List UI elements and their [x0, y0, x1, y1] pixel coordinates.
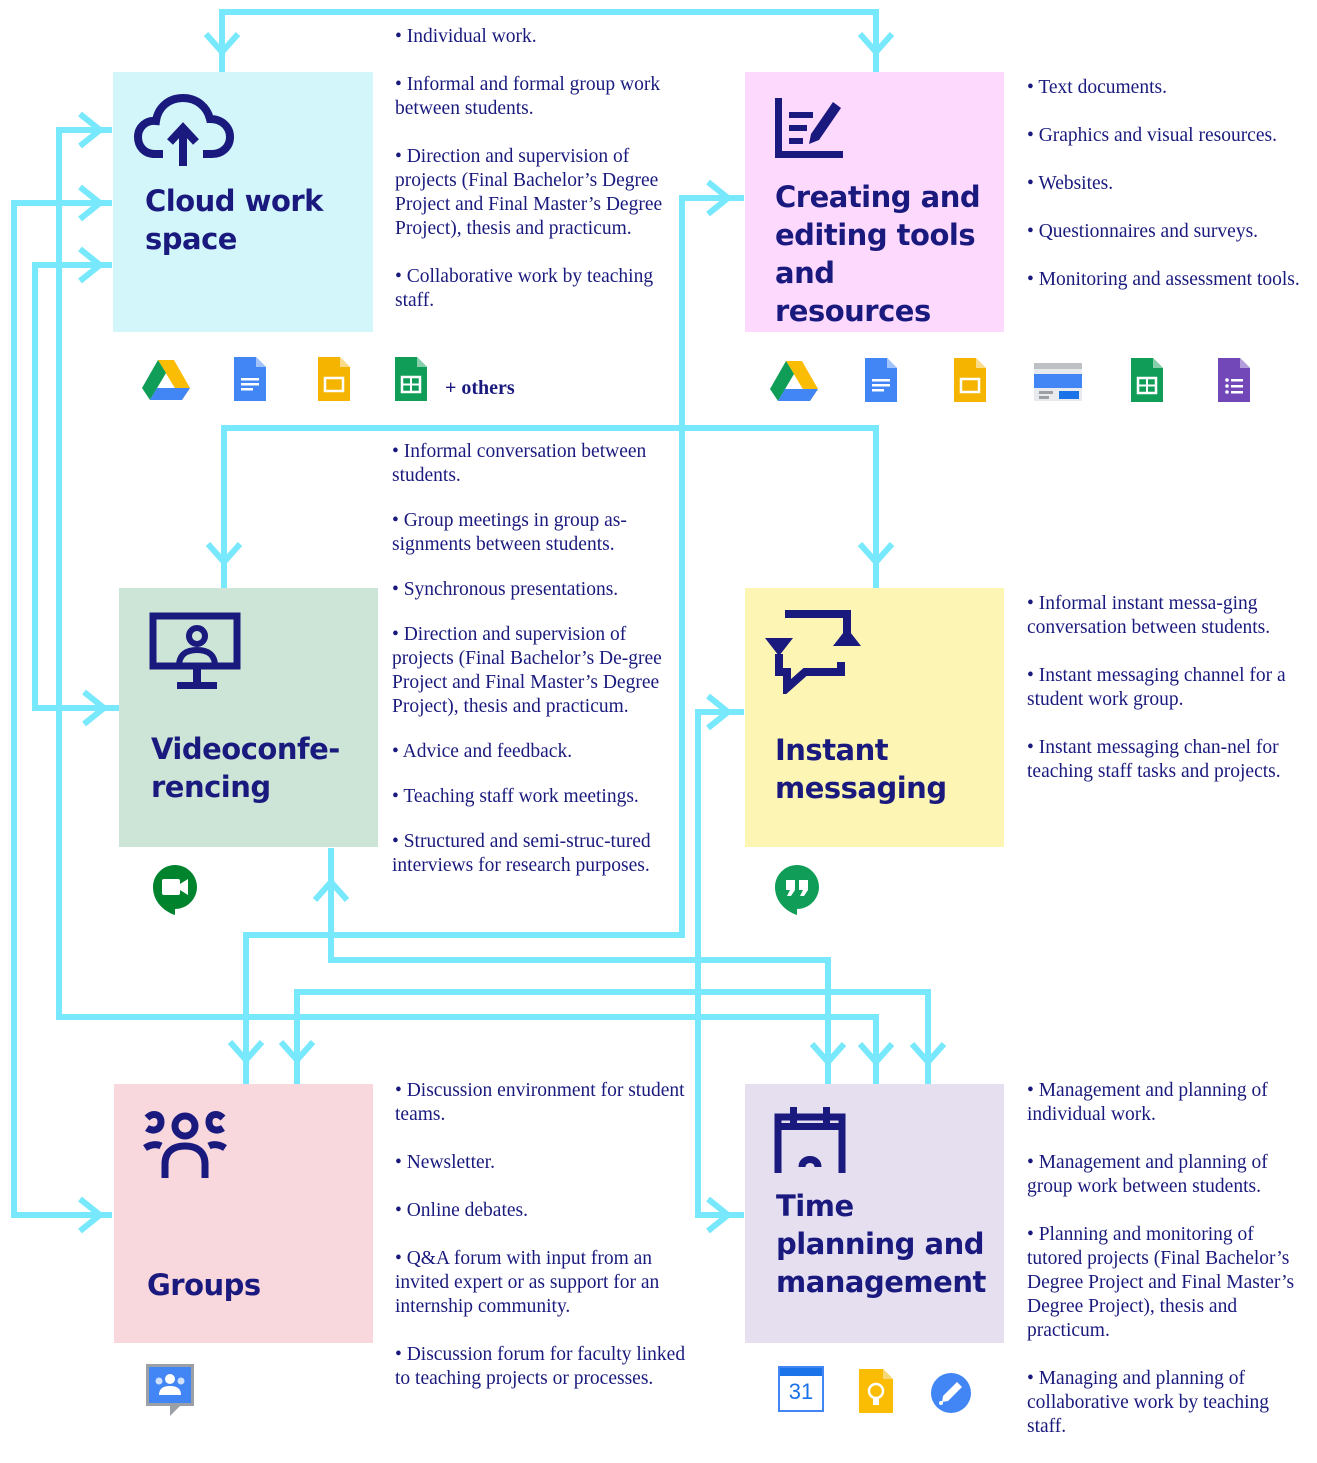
- list-item: • Direction and supervision of projects …: [395, 146, 663, 239]
- list-item: • Direction and supervision of projects …: [392, 624, 662, 717]
- arrowhead-creating-top: [857, 32, 895, 57]
- cloud-description: • Individual work. • Informal and formal…: [395, 25, 665, 337]
- connector-groups-time: [294, 989, 931, 1084]
- groups-icon: [143, 1111, 227, 1178]
- video-box: [119, 588, 378, 847]
- list-item: • Questionnaires and surveys.: [1027, 221, 1259, 242]
- cloud-upload-icon: [133, 93, 235, 166]
- chat-icon: [765, 610, 861, 694]
- list-item: • Management and planning of group work …: [1027, 1152, 1268, 1197]
- arrowhead-groups-left: [78, 1196, 105, 1234]
- list-item: • Synchronous presentations.: [392, 579, 619, 600]
- connector-groups-cloud-outer: [11, 200, 112, 1218]
- arrowhead-video-left: [82, 689, 109, 727]
- connector-groups-creating: [243, 195, 744, 1084]
- video-title: Videoconfe-rencing: [151, 732, 340, 804]
- google-keep-icon: [859, 1369, 893, 1413]
- list-item: • Text documents.: [1027, 77, 1167, 98]
- arrowhead-cloud-left-mid: [78, 184, 105, 222]
- creating-title: Creating and editing tools and resources: [775, 180, 981, 328]
- arrowhead-video-bottom: [312, 877, 350, 902]
- video-description: • Informal conversation between students…: [392, 440, 677, 899]
- google-calendar-icon: 31: [778, 1366, 824, 1412]
- google-sheets-icon: [395, 357, 427, 401]
- list-item: • Informal and formal group work between…: [395, 74, 661, 119]
- groups-title: Groups: [147, 1268, 261, 1302]
- list-item: • Informal instant messa-ging conversati…: [1027, 593, 1271, 638]
- groups-description: • Discussion environment for student tea…: [395, 1079, 700, 1415]
- google-hangouts-icon: [775, 865, 819, 915]
- list-item: • Monitoring and assessment tools.: [1027, 269, 1300, 290]
- list-item: • Websites.: [1027, 173, 1114, 194]
- arrowhead-cloud-top: [203, 32, 241, 57]
- list-item: • Discussion forum for faculty linked to…: [395, 1344, 686, 1389]
- google-docs-icon: [865, 358, 897, 402]
- arrowhead-time-top-mid: [857, 1042, 895, 1067]
- google-sites-icon: [1034, 363, 1082, 401]
- time-title: Time planning and management: [776, 1189, 986, 1299]
- arrowhead-messaging-top: [857, 542, 895, 567]
- messaging-description: • Informal instant messa-ging conversati…: [1027, 592, 1297, 808]
- google-slides-icon: [954, 358, 986, 402]
- google-meet-icon: [153, 865, 197, 915]
- arrowhead-messaging-left: [706, 693, 733, 731]
- messaging-box: [745, 588, 1004, 847]
- connector-video-messaging: [221, 425, 879, 588]
- list-item: • Group meetings in group as-signments b…: [392, 510, 627, 555]
- arrowhead-groups-top-right: [278, 1040, 316, 1065]
- list-item: • Individual work.: [395, 26, 537, 47]
- list-item: • Instant messaging chan-nel for teachin…: [1027, 737, 1281, 782]
- google-drive-icon: [770, 361, 818, 401]
- list-item: • Instant messaging channel for a studen…: [1027, 665, 1286, 710]
- list-item: • Advice and feedback.: [392, 741, 573, 762]
- arrowhead-time-left: [706, 1196, 733, 1234]
- messaging-title: Instant messaging: [775, 733, 947, 805]
- cloud-title: Cloud work space: [145, 184, 323, 256]
- google-groups-icon: [146, 1364, 194, 1416]
- google-slides-icon: [318, 357, 350, 401]
- connector-video-time: [328, 848, 831, 1084]
- calendar-icon: [774, 1107, 846, 1173]
- google-docs-icon: [234, 357, 266, 401]
- google-tasks-icon: [931, 1373, 971, 1413]
- list-item: • Discussion environment for student tea…: [395, 1080, 685, 1125]
- arrowhead-time-top-right: [909, 1042, 947, 1067]
- list-item: • Newsletter.: [395, 1152, 495, 1173]
- list-item: • Managing and planning of collaborative…: [1027, 1368, 1270, 1437]
- connector-cloud-time: [56, 127, 879, 1084]
- connector-cloud-video: [32, 262, 120, 711]
- arrowhead-video-top: [205, 542, 243, 567]
- arrowhead-groups-top-left: [227, 1040, 265, 1065]
- edit-document-icon: [775, 98, 843, 158]
- list-item: • Graphics and visual resources.: [1027, 125, 1277, 146]
- google-forms-icon: [1218, 358, 1250, 402]
- google-drive-icon: [142, 360, 190, 400]
- arrowhead-cloud-left-low: [78, 246, 105, 284]
- list-item: • Collaborative work by teaching staff.: [395, 266, 654, 311]
- connector-messaging-time: [695, 709, 744, 1218]
- calendar-day: 31: [788, 1379, 814, 1404]
- arrowhead-time-top-left: [809, 1042, 847, 1067]
- creating-description: • Text documents. • Graphics and visual …: [1027, 76, 1312, 316]
- google-sheets-icon: [1131, 358, 1163, 402]
- list-item: • Structured and semi-struc-tured interv…: [392, 831, 651, 876]
- list-item: • Management and planning of individual …: [1027, 1080, 1268, 1125]
- others-label: + others: [445, 377, 515, 399]
- time-description: • Management and planning of individual …: [1027, 1079, 1312, 1463]
- videoconference-icon: [149, 612, 241, 689]
- list-item: • Planning and monitoring of tutored pro…: [1027, 1224, 1295, 1341]
- list-item: • Teaching staff work meetings.: [392, 786, 639, 807]
- connector-cloud-creating: [219, 9, 879, 72]
- list-item: • Online debates.: [395, 1200, 528, 1221]
- list-item: • Informal conversation between students…: [392, 441, 647, 486]
- arrowhead-cloud-left-top: [78, 111, 105, 149]
- creating-box: [745, 72, 1004, 332]
- arrowhead-creating-left: [706, 179, 733, 217]
- list-item: • Q&A forum with input from an invited e…: [395, 1248, 660, 1317]
